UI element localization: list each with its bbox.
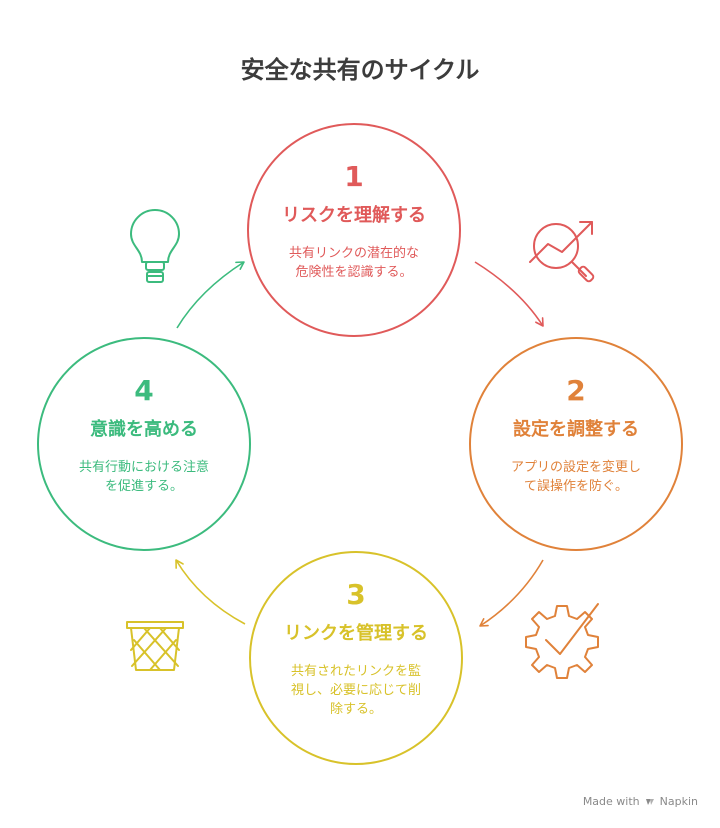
step-1-description-line: 共有リンクの潜在的な bbox=[288, 246, 419, 261]
arrow-3-to-4 bbox=[175, 559, 246, 625]
step-2-circle bbox=[469, 337, 683, 551]
step-3-description-line: 共有されたリンクを監 bbox=[290, 664, 421, 679]
made-with-napkin[interactable]: Made with Napkin bbox=[583, 795, 698, 808]
napkin-brand: Napkin bbox=[659, 795, 698, 808]
step-4: 4 意識を高める 共有行動における注意 を促進する。 bbox=[44, 374, 244, 496]
step-4-description: 共有行動における注意 を促進する。 bbox=[44, 458, 244, 496]
step-4-number: 4 bbox=[134, 374, 154, 407]
step-3: 3 リンクを管理する 共有されたリンクを監 視し、必要に応じて削 除する。 bbox=[256, 578, 456, 719]
arrow-1-to-2 bbox=[474, 261, 544, 327]
step-1-description-line: 危険性を認識する。 bbox=[295, 265, 413, 280]
step-2-description: アプリの設定を変更し て誤操作を防ぐ。 bbox=[476, 458, 676, 496]
step-4-circle bbox=[37, 337, 251, 551]
arrow-2-to-3 bbox=[479, 559, 544, 627]
step-1-circle bbox=[247, 123, 461, 337]
magnifier-chart-icon bbox=[529, 221, 595, 283]
step-4-description-line: を促進する。 bbox=[104, 479, 183, 494]
lightbulb-icon bbox=[130, 209, 180, 283]
step-3-description: 共有されたリンクを監 視し、必要に応じて削 除する。 bbox=[256, 662, 456, 719]
step-2-description-line: て誤操作を防ぐ。 bbox=[523, 479, 628, 494]
step-1-number: 1 bbox=[344, 160, 364, 193]
step-2: 2 設定を調整する アプリの設定を変更し て誤操作を防ぐ。 bbox=[476, 374, 676, 496]
step-2-number: 2 bbox=[566, 374, 586, 407]
step-3-description-line: 除する。 bbox=[329, 702, 382, 717]
arrow-4-to-1 bbox=[176, 261, 245, 329]
step-3-heading: リンクを管理する bbox=[284, 623, 428, 644]
trash-basket-icon bbox=[126, 621, 184, 671]
step-4-heading: 意識を高める bbox=[90, 419, 198, 440]
step-1: 1 リスクを理解する 共有リンクの潜在的な 危険性を認識する。 bbox=[254, 160, 454, 282]
step-2-description-line: アプリの設定を変更し bbox=[510, 460, 641, 475]
made-with-label: Made with bbox=[582, 795, 640, 808]
step-2-heading: 設定を調整する bbox=[513, 419, 639, 440]
napkin-logo-icon bbox=[645, 798, 654, 805]
step-3-circle bbox=[249, 551, 463, 765]
gear-check-icon bbox=[525, 603, 599, 679]
step-3-number: 3 bbox=[346, 578, 366, 611]
page-title: 安全な共有のサイクル bbox=[240, 56, 480, 84]
step-3-description-line: 視し、必要に応じて削 bbox=[290, 683, 421, 698]
step-1-heading: リスクを理解する bbox=[282, 205, 426, 226]
step-1-description: 共有リンクの潜在的な 危険性を認識する。 bbox=[254, 244, 454, 282]
step-4-description-line: 共有行動における注意 bbox=[78, 460, 209, 475]
